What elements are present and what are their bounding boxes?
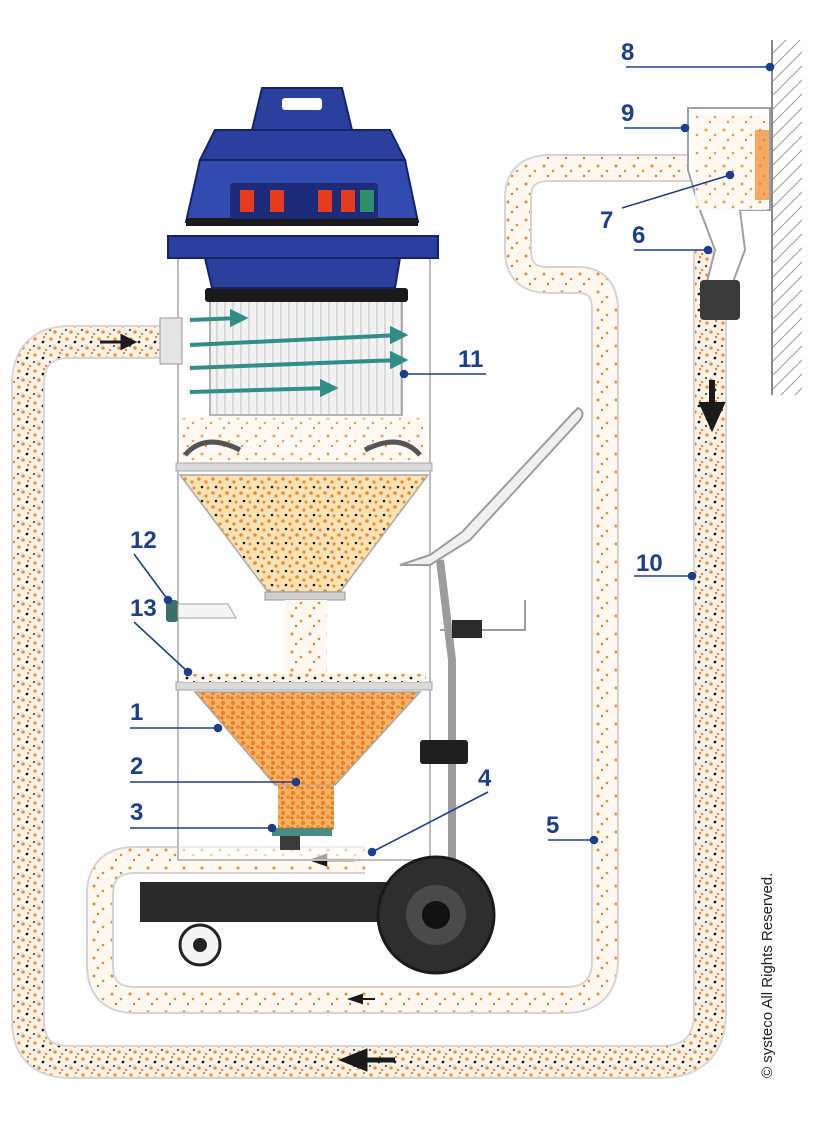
mount-bracket xyxy=(700,280,740,320)
switch-1 xyxy=(240,190,254,212)
suction-hose xyxy=(86,154,740,1014)
separator-column xyxy=(159,244,433,861)
callout-7: 7 xyxy=(600,207,613,234)
callout-9: 9 xyxy=(621,100,634,127)
lower-cone xyxy=(193,691,422,786)
handle-grip xyxy=(420,740,468,764)
copyright-notice: © systeco All Rights Reserved. xyxy=(759,873,776,1078)
callout-6: 6 xyxy=(632,222,645,249)
callout-1: 1 xyxy=(130,699,143,726)
callout-4: 4 xyxy=(478,765,492,792)
chassis xyxy=(140,882,400,922)
callout-11: 11 xyxy=(458,346,483,373)
inspection-port xyxy=(166,600,178,622)
callout-2: 2 xyxy=(130,753,143,780)
indicator xyxy=(360,190,374,212)
callout-10: 10 xyxy=(636,550,663,577)
callout-3: 3 xyxy=(130,799,143,826)
switch-4 xyxy=(341,190,355,212)
callout-8: 8 xyxy=(621,39,634,66)
switch-2 xyxy=(270,190,284,212)
leader-lines xyxy=(130,62,775,857)
arrow-down-icon xyxy=(698,380,726,433)
callout-13: 13 xyxy=(130,595,157,622)
flow-arrows xyxy=(100,333,726,1072)
cart xyxy=(140,406,584,975)
return-hose xyxy=(11,250,727,1079)
arrow-left-icon xyxy=(338,1048,395,1072)
wall-intake xyxy=(687,107,771,320)
switch-3 xyxy=(318,190,332,212)
wall xyxy=(771,40,802,395)
callout-12: 12 xyxy=(130,527,157,554)
discharge-valve xyxy=(272,828,332,836)
callout-5: 5 xyxy=(546,812,559,839)
motor-head xyxy=(167,87,439,289)
